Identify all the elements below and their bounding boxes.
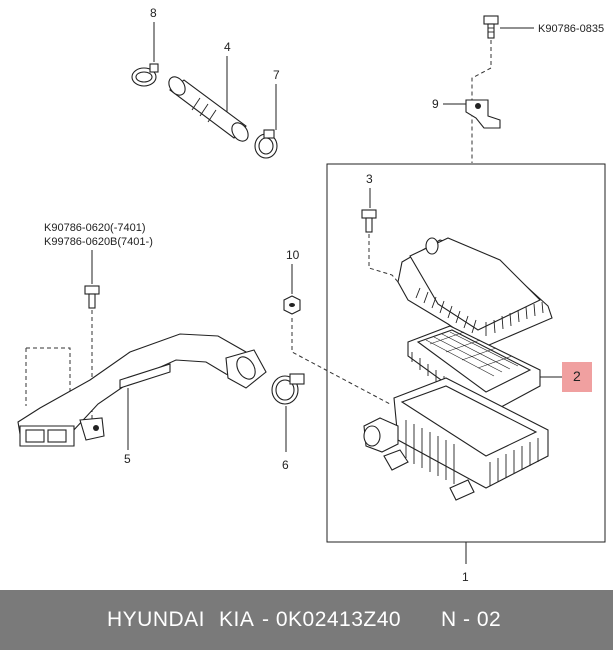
duct-bolt xyxy=(84,285,100,309)
air-cleaner-cover xyxy=(397,237,553,349)
footer-part-number: - 0K02413Z40 xyxy=(262,608,402,631)
filter-element xyxy=(407,325,541,415)
code-top-bolt: K90786-0835 xyxy=(538,23,604,35)
callout-10: 10 xyxy=(286,248,300,262)
bracket xyxy=(465,99,501,129)
footer-page: N - 02 xyxy=(441,608,502,631)
callout-2: 2 xyxy=(573,368,581,384)
callout-7: 7 xyxy=(273,68,280,82)
code-duct-bolt-a: K90786-0620(-7401) xyxy=(44,222,146,234)
callout-3: 3 xyxy=(366,172,373,186)
callout-9: 9 xyxy=(432,97,439,111)
cover-bolt xyxy=(361,209,377,233)
footer-make: KIA xyxy=(219,608,255,631)
highlight-box xyxy=(562,362,592,392)
air-cleaner-housing xyxy=(363,377,549,501)
code-duct-bolt-b: K99786-0620B(7401-) xyxy=(44,236,153,248)
footer-brand: HYUNDAI xyxy=(107,608,206,631)
hose-clamp-top xyxy=(131,63,159,87)
nut xyxy=(283,295,301,315)
callout-8: 8 xyxy=(150,6,157,20)
intake-hose xyxy=(168,76,249,142)
parts-diagram: 1 K90786-0835 9 3 xyxy=(17,6,606,584)
callout-6: 6 xyxy=(282,458,289,472)
callout-4: 4 xyxy=(224,40,231,54)
top-bolt xyxy=(483,15,499,39)
intake-duct xyxy=(17,333,267,447)
callout-5: 5 xyxy=(124,452,131,466)
callout-1: 1 xyxy=(462,570,469,584)
footer-bar: HYUNDAI KIA - 0K02413Z40 N - 02 xyxy=(0,590,613,650)
hose-clamp-right xyxy=(254,129,278,159)
hose-clamp-duct xyxy=(271,373,305,405)
